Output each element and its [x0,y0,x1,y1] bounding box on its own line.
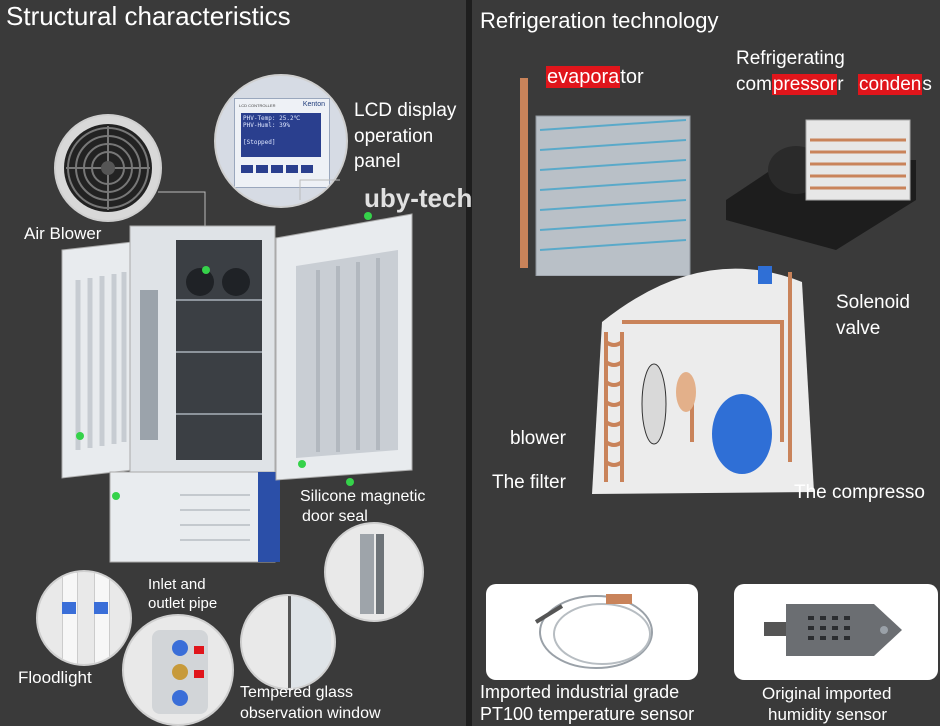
refrigerating-label: Refrigerating [736,48,845,69]
lcd-header: LCD CONTROLLER [239,103,276,108]
pt100-label-1: Imported industrial grade [480,682,680,702]
humidity-sensor-icon [764,604,902,656]
lcd-line-1: PHV-Temp: 25.2℃ [243,115,301,122]
humidity-label-1: Original imported [762,684,892,703]
refrigeration-panel: Refrigeration technology evaporator Refr… [472,0,940,726]
door-seal-image [324,522,424,622]
marker-seal [298,460,306,468]
humidity-sensor-card [734,584,938,680]
inlet-label-1: Inlet and [148,576,206,593]
floodlight-label: Floodlight [18,668,92,687]
blower-label: blower [510,428,566,449]
evaporator-label-rest: tor [620,66,644,88]
seal-label-2: door seal [302,508,368,525]
compressor-label-a: com [736,74,772,95]
structural-panel: Structural characteristics Air Blower Ke… [0,0,466,726]
inlet-pipe-image [122,614,234,726]
seal-label-1: Silicone magnetic [300,488,426,505]
compressor-label-c: r [837,74,844,95]
refrigeration-system-diagram [592,266,814,494]
right-title: Refrigeration technology [480,8,719,33]
lcd-status: [Stopped] [243,139,276,146]
inlet-label-2: outlet pipe [148,595,218,612]
pt100-sensor-icon [534,594,653,669]
lcd-buttons [241,165,313,173]
filter-label: The filter [492,472,566,493]
watermark: uby-tech [364,183,473,213]
glass-label-1: Tempered glass [240,684,353,701]
solenoid-label-1: Solenoid [836,292,910,313]
humidity-label-2: humidity sensor [768,705,888,724]
marker-lcd [364,212,372,220]
pt100-label-2: PT100 temperature sensor [480,704,695,724]
lcd-button-enter[interactable] [301,165,313,173]
tempered-glass-image [240,594,336,690]
marker-fan [202,266,210,274]
compressor-bottom-label: The compresso [794,482,925,503]
lcd-button-down[interactable] [286,165,298,173]
lcd-label-1: LCD display [354,100,457,121]
lcd-button-set[interactable] [241,165,253,173]
compressor-condenser-image [726,119,916,250]
lcd-label-2: operation [354,126,434,147]
lcd-label-3: panel [354,151,401,172]
marker-pipe [112,492,120,500]
lcd-panel-image: Kenton LCD CONTROLLER PHV-Temp: 25.2℃ PH… [214,74,348,208]
compressor-label-highlight: pressor [771,74,838,95]
evaporator-label: evaporator [546,66,644,89]
lcd-button-up[interactable] [271,165,283,173]
fan-icon [64,124,152,212]
lcd-brand: Kenton [302,101,325,108]
pt100-sensor-card [486,584,698,680]
marker-light [76,432,84,440]
condenser-label: condens [858,74,932,96]
evaporator-label-highlight: evapora [546,66,621,88]
lcd-button-play[interactable] [256,165,268,173]
floodlight-image [36,570,132,666]
compressor-top-label: compressorr [736,74,844,96]
left-title: Structural characteristics [6,1,291,31]
lcd-screen: PHV-Temp: 25.2℃ PHV-Huml: 39% [Stopped] [241,113,321,157]
condenser-label-highlight: conden [858,74,923,95]
condenser-label-tail: s [922,74,932,95]
marker-glass [346,478,354,486]
air-blower-image [54,114,162,222]
evaporator-image [520,78,691,276]
lcd-line-2: PHV-Huml: 39% [243,122,290,129]
solenoid-label-2: valve [836,318,881,339]
glass-label-2: observation window [240,705,381,722]
air-blower-label: Air Blower [24,224,102,243]
